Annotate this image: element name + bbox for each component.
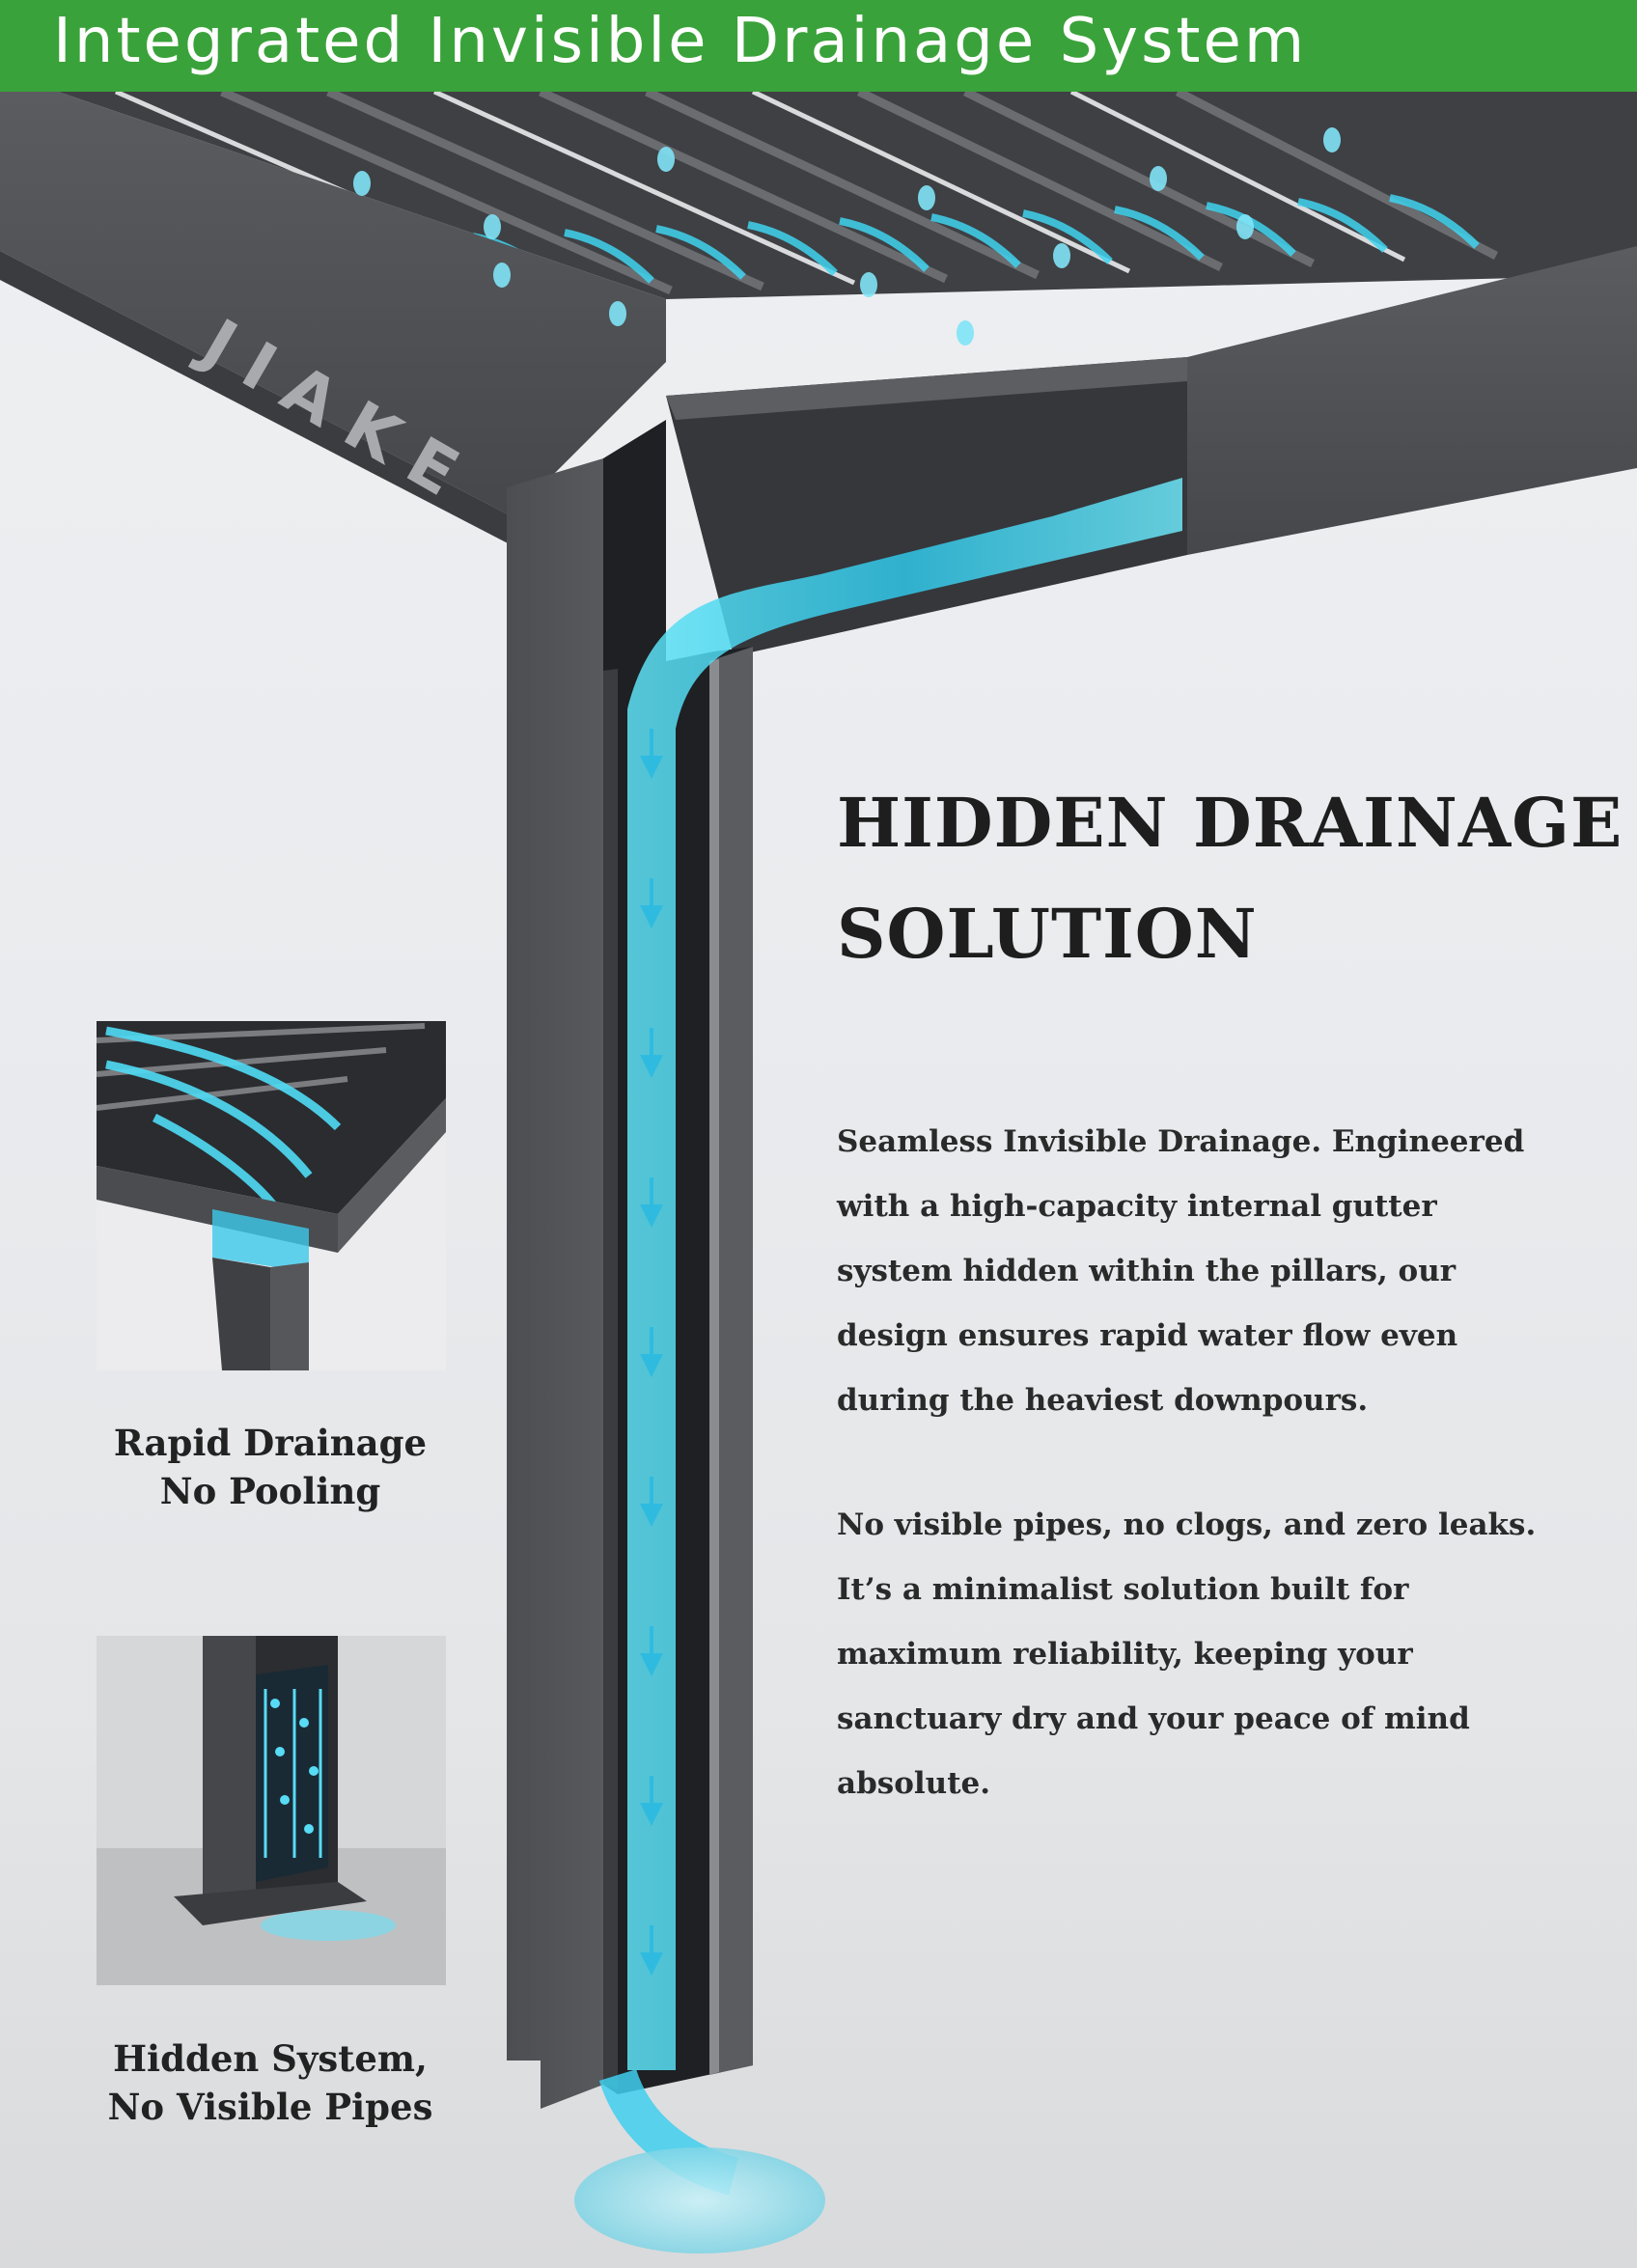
pergola-illustration: JIAKE [0,92,1637,2254]
rain-droplet [1236,214,1254,239]
rain-droplets [353,127,1341,346]
paragraph-2-line: absolute. [837,1766,991,1801]
feature-2-line-2: No Visible Pipes [107,2086,433,2128]
gutter-closeup-image [97,1021,446,1370]
louver-slat [432,92,856,286]
feature-caption-hidden-system: Hidden System, No Visible Pipes [58,2034,483,2131]
rain-droplet [957,320,974,346]
louver-slat [1175,92,1499,261]
rain-droplet [609,301,626,326]
header-banner: Integrated Invisible Drainage System [0,0,1637,92]
roof-louvers [58,92,1637,299]
water-stream [747,221,838,276]
paragraph-2-line: maximum reliability, keeping your [837,1637,1413,1672]
rain-droplet [1150,166,1167,191]
louver-slat [326,92,764,291]
louver-slat [751,92,1131,274]
headline-line-2: SOLUTION [837,894,1258,974]
paragraph-2-line: sanctuary dry and your peace of mind [837,1701,1470,1736]
water-stream [1389,194,1480,249]
water-stream [1114,206,1205,261]
water-stream [655,225,746,280]
paragraph-1-line: system hidden within the pillars, our [837,1254,1457,1288]
rain-droplet [493,263,511,288]
louver-slat [857,92,1223,272]
rain-droplet [1053,243,1070,268]
feature-1-line-2: No Pooling [159,1470,381,1512]
water-stream [564,229,654,284]
paragraph-2-line: No visible pipes, no clogs, and zero lea… [837,1507,1537,1542]
water-stream [1297,198,1388,253]
header-title: Integrated Invisible Drainage System [53,6,1308,77]
description-paragraph-2: No visible pipes, no clogs, and zero lea… [837,1493,1609,1816]
rain-droplet [860,272,877,297]
feature-2-line-1: Hidden System, [113,2037,428,2080]
feature-1-line-1: Rapid Drainage [113,1422,428,1464]
water-puddle [574,2147,825,2254]
rain-droplet [918,185,935,210]
water-stream [930,213,1021,268]
water-stream [839,217,929,272]
rain-droplet [657,147,675,172]
paragraph-1-line: during the heaviest downpours. [837,1383,1369,1418]
louver-slat [645,92,1040,280]
section-headline: HIDDEN DRAINAGE SOLUTION [837,767,1623,989]
louver-slat [963,92,1315,268]
paragraph-1-line: Seamless Invisible Drainage. Engineered [837,1124,1525,1159]
headline-line-1: HIDDEN DRAINAGE [837,783,1623,863]
louver-slat [539,92,948,284]
rain-droplet [1323,127,1341,152]
paragraph-1-line: with a high-capacity internal gutter [837,1189,1437,1224]
feature-caption-rapid-drainage: Rapid Drainage No Pooling [58,1419,483,1515]
description-paragraph-1: Seamless Invisible Drainage. Engineered … [837,1110,1609,1433]
louver-slat [220,92,673,295]
paragraph-2-line: It’s a minimalist solution built for [837,1572,1409,1607]
louver-slat [1069,92,1406,263]
pillar-base-image [97,1636,446,1985]
paragraph-1-line: design ensures rapid water flow even [837,1318,1458,1353]
rain-droplet [353,171,371,196]
water-stream [1022,209,1113,264]
rain-droplet [484,214,501,239]
